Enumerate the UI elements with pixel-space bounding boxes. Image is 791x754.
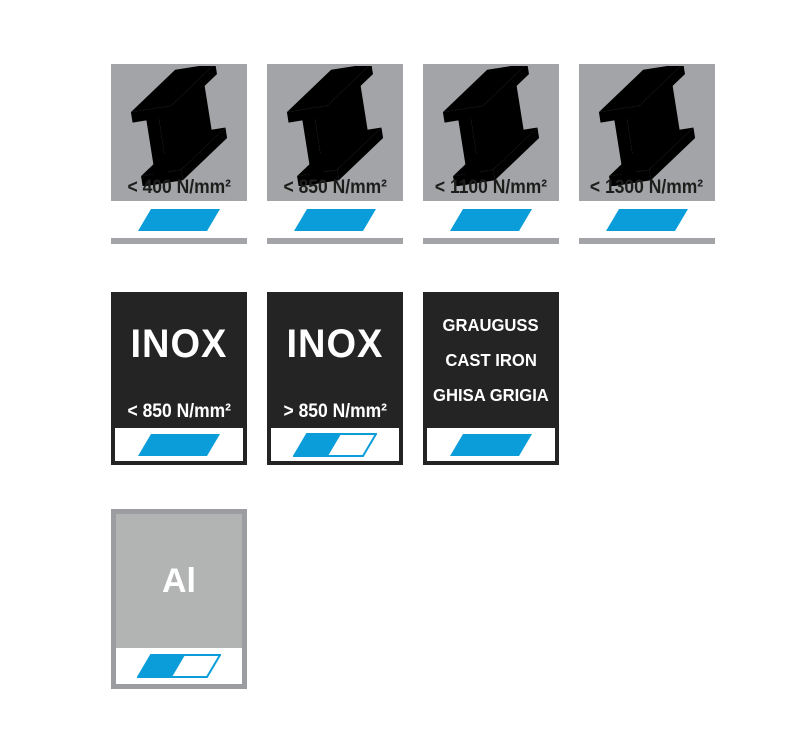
hardness-label: > 850 N/mm² [283, 401, 387, 422]
inox-title: INOX [130, 322, 228, 366]
i-beam-icon [439, 66, 543, 186]
swatch-half-icon [293, 432, 377, 457]
hardness-label: < 1300 N/mm² [590, 177, 704, 198]
swatch-strip [271, 428, 399, 461]
cast-iron-line-en: CAST IRON [445, 350, 537, 370]
i-beam-icon [595, 66, 699, 186]
aluminium-title: Al [162, 561, 196, 600]
swatch-full-icon [450, 433, 532, 456]
i-beam-icon [283, 66, 387, 186]
tile-inox-lt850: INOX < 850 N/mm² [111, 292, 247, 465]
swatch-full-icon [138, 433, 220, 456]
swatch-strip [423, 201, 559, 238]
hardness-label: < 400 N/mm² [127, 177, 231, 198]
hardness-label: < 850 N/mm² [127, 401, 231, 422]
swatch-full-icon [606, 208, 688, 231]
swatch-strip [267, 201, 403, 238]
swatch-full-icon [450, 208, 532, 231]
hardness-label: < 1100 N/mm² [434, 177, 548, 198]
swatch-strip [427, 428, 555, 461]
tile-inox-gt850: INOX > 850 N/mm² [267, 292, 403, 465]
swatch-strip [116, 648, 242, 684]
aluminium-face: Al [116, 514, 242, 648]
tile-aluminium: Al [111, 509, 247, 689]
cast-iron-labels: GRAUGUSS CAST IRON GHISA GRIGIA [423, 308, 559, 413]
swatch-half-icon [137, 654, 221, 678]
i-beam-icon [127, 66, 231, 186]
swatch-full-icon [138, 208, 220, 231]
tile-steel-850: < 850 N/mm² [267, 64, 403, 244]
cast-iron-line-it: GHISA GRIGIA [433, 385, 549, 405]
inox-title: INOX [286, 322, 384, 366]
tile-steel-1100: < 1100 N/mm² [423, 64, 559, 244]
swatch-strip [111, 201, 247, 238]
swatch-full-icon [294, 208, 376, 231]
cast-iron-line-de: GRAUGUSS [442, 315, 540, 335]
tile-steel-1300: < 1300 N/mm² [579, 64, 715, 244]
tile-steel-400: < 400 N/mm² [111, 64, 247, 244]
swatch-strip [115, 428, 243, 461]
tile-cast-iron: GRAUGUSS CAST IRON GHISA GRIGIA [423, 292, 559, 465]
hardness-label: < 850 N/mm² [283, 177, 387, 198]
swatch-strip [579, 201, 715, 238]
